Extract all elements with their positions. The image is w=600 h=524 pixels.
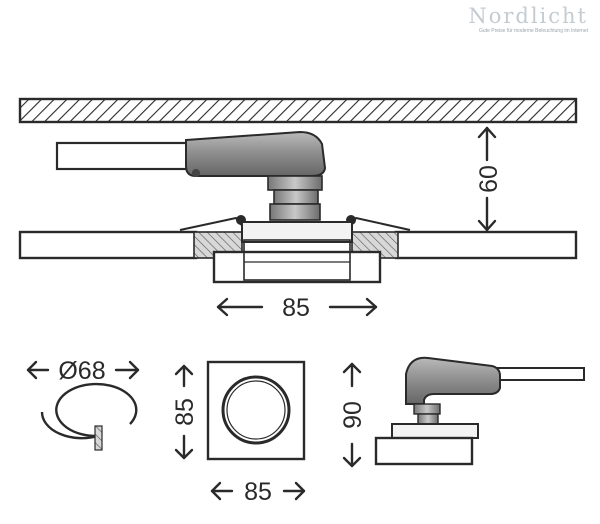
front-height-dimension: 85 bbox=[171, 364, 199, 460]
total-height-label: 90 bbox=[339, 401, 367, 429]
front-view-fixture bbox=[206, 360, 306, 461]
ceiling-slab bbox=[18, 97, 578, 124]
side-view-fixture bbox=[374, 356, 585, 466]
cutout-width-label: 85 bbox=[282, 294, 310, 322]
lamp-socket bbox=[267, 175, 323, 221]
brand-tagline: Gute Preise für moderne Beleuchtung im I… bbox=[479, 28, 588, 34]
front-height-label: 85 bbox=[171, 398, 199, 426]
cutout-width-dimension: 85 bbox=[216, 294, 378, 322]
plasterboard bbox=[18, 230, 578, 260]
cutout-diameter-label: Ø68 bbox=[58, 357, 105, 385]
front-width-dimension: 85 bbox=[210, 478, 306, 506]
ceiling-cutout-icon bbox=[40, 382, 138, 451]
total-height-dimension: 90 bbox=[339, 362, 367, 468]
driver-box bbox=[55, 130, 327, 177]
fixture-frame bbox=[212, 221, 382, 284]
install-depth-dimension: 60 bbox=[475, 126, 503, 232]
brand-logo: Nordlicht Gute Preise für moderne Beleuc… bbox=[468, 4, 588, 34]
cutout-diameter-dimension: Ø68 bbox=[26, 357, 140, 385]
install-depth-label: 60 bbox=[475, 165, 503, 193]
front-width-label: 85 bbox=[244, 478, 272, 506]
brand-name: Nordlicht bbox=[468, 4, 588, 28]
